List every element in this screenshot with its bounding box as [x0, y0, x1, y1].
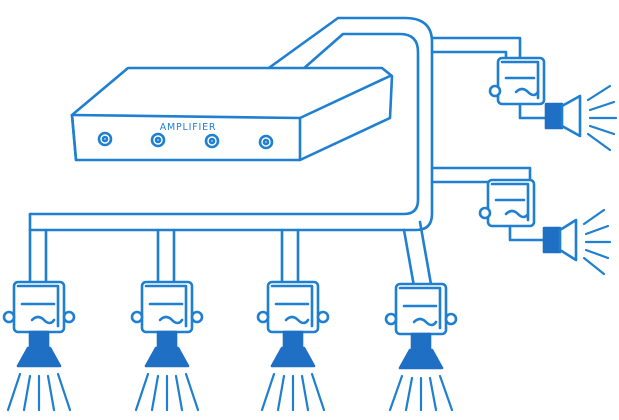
- bottom-speaker-1: [2, 280, 76, 412]
- cone-speaker-icon: [544, 84, 618, 152]
- horn-speaker-icon: [388, 332, 454, 412]
- cone-speaker-icon: [542, 208, 612, 276]
- transformer-icon: [256, 280, 330, 334]
- transformer-icon: [488, 56, 546, 106]
- amplifier-knob-3: [204, 133, 220, 149]
- horn-speaker-icon: [134, 330, 200, 412]
- right-speaker-top: [488, 56, 618, 152]
- transformer-icon: [2, 280, 76, 334]
- horn-speaker-icon: [260, 330, 326, 412]
- right-speaker-middle: [478, 178, 612, 276]
- amplifier-knob-1: [97, 131, 113, 147]
- transformer-icon: [478, 178, 536, 228]
- transformer-icon: [130, 280, 204, 334]
- transformer-icon: [384, 282, 458, 336]
- bottom-speaker-3: [256, 280, 330, 412]
- amplifier-knob-4: [258, 134, 274, 150]
- bottom-speaker-4: [384, 282, 458, 412]
- amplifier-label: AMPLIFIER: [160, 122, 217, 133]
- cable-trunk: [28, 16, 532, 294]
- amplifier: [70, 66, 394, 162]
- horn-speaker-icon: [6, 330, 72, 412]
- bottom-speaker-2: [130, 280, 204, 412]
- amplifier-knob-2: [150, 132, 166, 148]
